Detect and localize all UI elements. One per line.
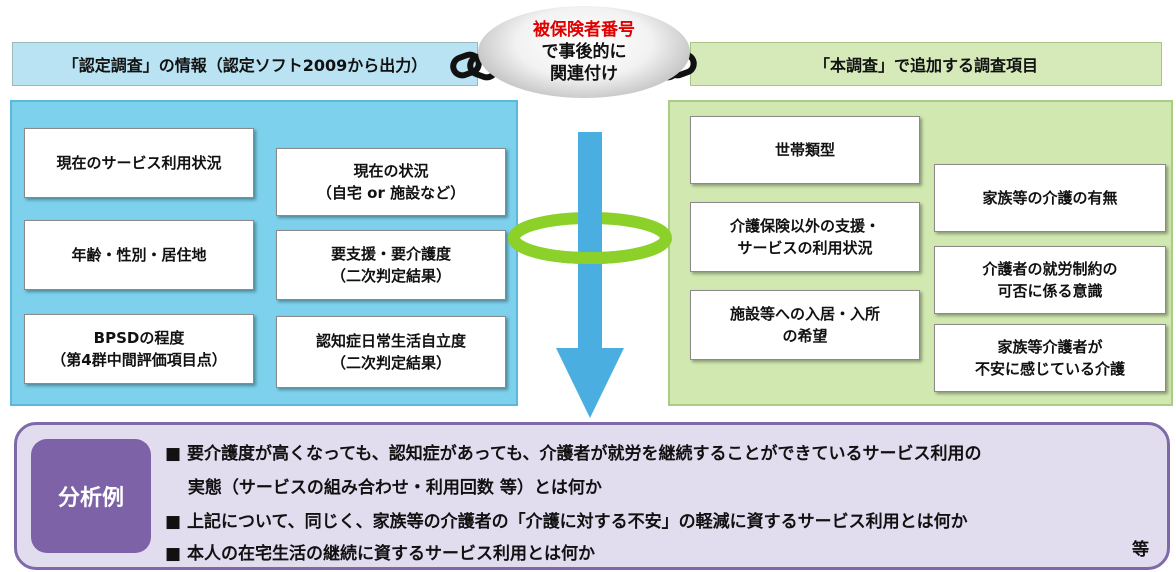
- left-item-service-usage: 現在のサービス利用状況: [24, 128, 254, 198]
- analysis-line-1: ■ 要介護度が高くなっても、認知症があっても、介護者が就労を継続することができて…: [165, 444, 982, 464]
- left-item-demographics: 年齢・性別・居住地: [24, 220, 254, 290]
- analysis-label: 分析例: [31, 439, 151, 553]
- right-item-family-care: 家族等の介護の有無: [934, 164, 1166, 232]
- analysis-line-2: 実態（サービスの組み合わせ・利用回数 等）とは何か: [165, 478, 602, 498]
- analysis-line-4: ■ 本人の在宅生活の継続に資するサービス利用とは何か: [165, 544, 595, 564]
- left-item-bpsd: BPSDの程度 （第4群中間評価項目点）: [24, 314, 254, 384]
- link-highlight: 被保険者番号: [533, 19, 635, 40]
- analysis-line-3: ■ 上記について、同じく、家族等の介護者の「介護に対する不安」の軽減に資するサー…: [165, 512, 968, 532]
- down-arrow-with-ring: [508, 132, 672, 418]
- header-right: 「本調査」で追加する調査項目: [690, 42, 1162, 86]
- down-arrow-icon: [556, 132, 624, 418]
- link-line2: で事後的に: [541, 41, 627, 62]
- link-line3: 関連付け: [550, 64, 618, 85]
- analysis-box: 分析例 ■ 要介護度が高くなっても、認知症があっても、介護者が就労を継続すること…: [14, 422, 1170, 570]
- link-oval: 被保険者番号 で事後的に 関連付け: [478, 6, 690, 98]
- left-panel: 現在のサービス利用状況 年齢・性別・居住地 BPSDの程度 （第4群中間評価項目…: [10, 100, 518, 406]
- right-item-facility-wish: 施設等への入居・入所 の希望: [690, 290, 920, 360]
- right-item-caregiver-anxiety: 家族等介護者が 不安に感じている介護: [934, 324, 1166, 392]
- right-item-work-constraint: 介護者の就労制約の 可否に係る意識: [934, 246, 1166, 314]
- right-item-household-type: 世帯類型: [690, 116, 920, 184]
- right-panel: 世帯類型 介護保険以外の支援・ サービスの利用状況 施設等への入居・入所 の希望…: [668, 100, 1173, 406]
- left-item-dementia-independence: 認知症日常生活自立度 （二次判定結果）: [276, 316, 506, 388]
- left-item-current-status: 現在の状況 （自宅 or 施設など）: [276, 148, 506, 216]
- ring-front: [508, 236, 672, 264]
- header-left: 「認定調査」の情報（認定ソフト2009から出力）: [12, 42, 478, 86]
- right-item-other-support: 介護保険以外の支援・ サービスの利用状況: [690, 202, 920, 272]
- analysis-etc: 等: [1132, 540, 1149, 560]
- left-item-care-level: 要支援・要介護度 （二次判定結果）: [276, 230, 506, 300]
